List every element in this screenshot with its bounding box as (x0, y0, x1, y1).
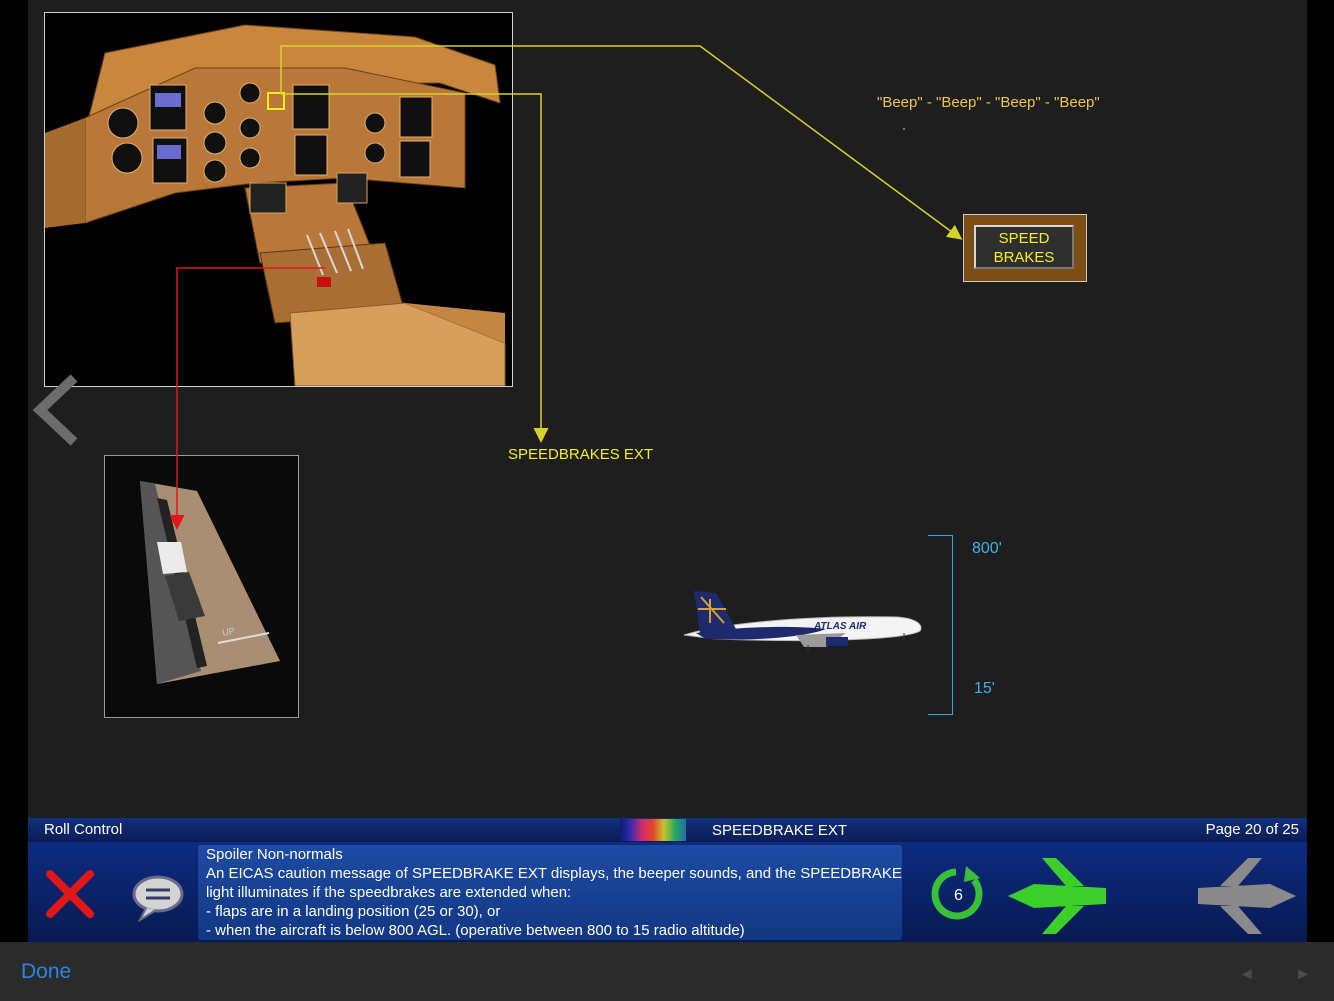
page-indicator: Page 20 of 25 (1205, 821, 1299, 838)
altitude-upper-label: 800' (972, 540, 1002, 557)
screen-title: SPEEDBRAKE EXT (712, 822, 848, 839)
footer-bar (0, 942, 1334, 1001)
prev-triangle-icon[interactable]: ◄ (1239, 966, 1255, 983)
speedbrake-lever-image: UP (104, 455, 299, 718)
replay-button[interactable]: 6 (930, 866, 986, 922)
description-heading: Spoiler Non-normals (206, 846, 343, 863)
description-line: - flaps are in a landing position (25 or… (206, 903, 501, 920)
status-bar: Roll Control SPEEDBRAKE EXT Page 20 of 2… (28, 818, 1307, 842)
description-line: - when the aircraft is below 800 AGL. (o… (206, 922, 745, 939)
aircraft-image: ATLAS AIR (676, 585, 926, 657)
cockpit-image (44, 12, 513, 387)
speedbrake-light-line2: BRAKES (993, 249, 1055, 266)
aircraft-back-icon[interactable] (1006, 856, 1110, 936)
done-button[interactable]: Done (21, 960, 72, 983)
replay-count: 6 (954, 887, 963, 904)
description-line: light illuminates if the speedbrakes are… (206, 884, 572, 901)
livery-text: ATLAS AIR (813, 621, 867, 632)
close-icon[interactable] (44, 868, 96, 920)
lever-label: UP (221, 626, 235, 638)
altitude-lower-label: 15' (974, 680, 995, 697)
aircraft-next-icon[interactable] (1194, 856, 1298, 936)
speck (903, 128, 905, 130)
comment-bubble-icon[interactable] (130, 872, 186, 923)
module-title: Roll Control (44, 821, 123, 838)
slide-description: Spoiler Non-normals An EICAS caution mes… (198, 845, 902, 940)
speedbrake-light-line1: SPEED (998, 230, 1050, 247)
altitude-range-bracket (928, 535, 953, 715)
color-palette-icon[interactable] (620, 819, 686, 841)
speedbrake-light: SPEED BRAKES (963, 214, 1087, 282)
description-line: An EICAS caution message of SPEEDBRAKE E… (206, 865, 902, 882)
previous-slide-chevron-icon[interactable] (30, 372, 82, 448)
next-triangle-icon[interactable]: ► (1295, 966, 1311, 983)
beeper-sound-text: "Beep" - "Beep" - "Beep" - "Beep" (877, 94, 1100, 111)
right-margin (1307, 0, 1334, 942)
eicas-caution-message: SPEEDBRAKES EXT (508, 446, 654, 463)
left-margin (0, 0, 28, 942)
